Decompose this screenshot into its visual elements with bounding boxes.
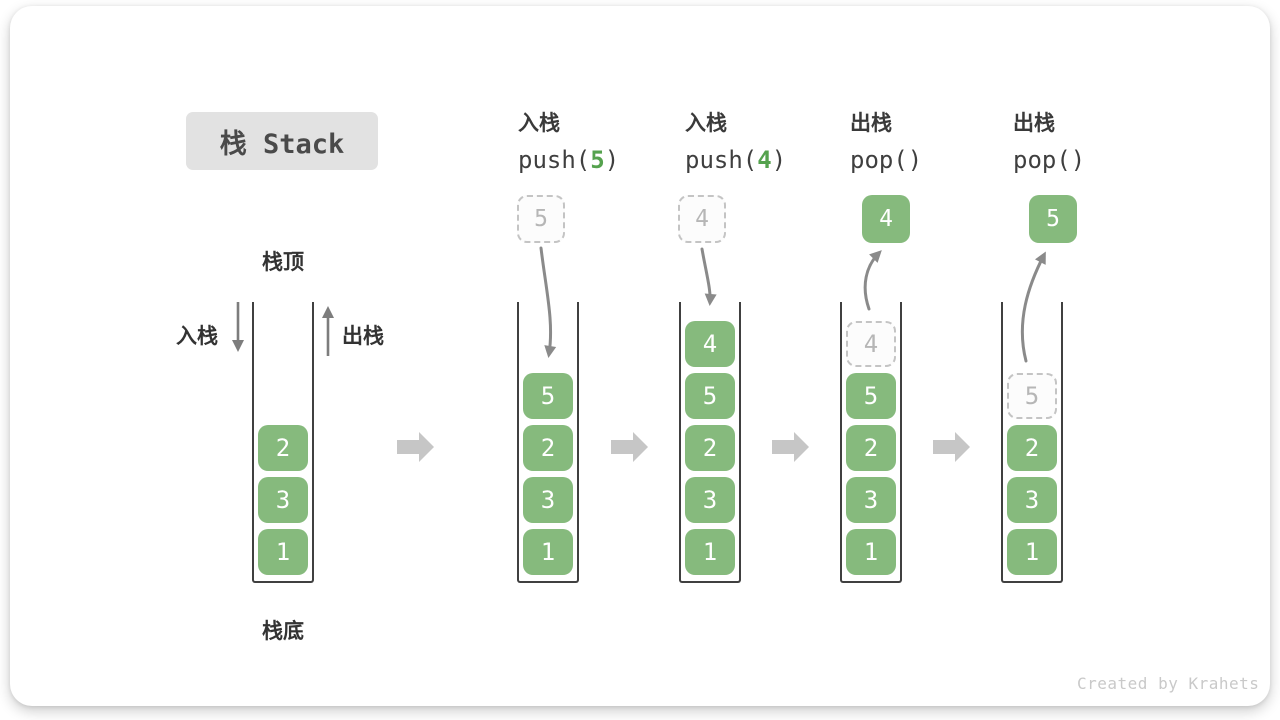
stack-bottom-label: 栈底: [262, 620, 304, 643]
stack-item-ghost: 4: [846, 321, 896, 367]
code-text: ): [771, 146, 787, 174]
stack-item: 2: [523, 425, 573, 471]
code-text: pop(: [850, 146, 908, 174]
code-text: ): [1070, 146, 1086, 174]
stack-container-2: 5 2 3 1: [517, 302, 579, 583]
code-arg: 4: [757, 146, 772, 174]
operation-caption-pop-2: 出栈 pop(): [1013, 107, 1085, 174]
code-text: pop(: [1013, 146, 1071, 174]
floating-box-popped-4: 4: [862, 195, 910, 243]
block-arrow-icon: [397, 432, 434, 462]
stack-item: 1: [1007, 529, 1057, 575]
operation-caption-push-5: 入栈 push(5): [518, 107, 619, 174]
stack-container-1: 2 3 1: [252, 302, 314, 583]
operation-code: push(5): [518, 146, 619, 174]
stack-item: 2: [846, 425, 896, 471]
stack-item: 3: [846, 477, 896, 523]
stack-item: 2: [685, 425, 735, 471]
pop-side-label: 出栈: [342, 325, 384, 348]
code-arg: 5: [590, 146, 605, 174]
operation-name: 出栈: [850, 112, 892, 135]
stack-container-4: 4 5 2 3 1: [840, 302, 902, 583]
stack-item: 4: [685, 321, 735, 367]
operation-name: 出栈: [1013, 112, 1055, 135]
stack-container-3: 4 5 2 3 1: [679, 302, 741, 583]
operation-caption-push-4: 入栈 push(4): [685, 107, 786, 174]
block-arrow-icon: [611, 432, 648, 462]
code-text: push(: [518, 146, 591, 174]
code-text: push(: [685, 146, 758, 174]
block-arrow-icon: [772, 432, 809, 462]
stack-item: 1: [685, 529, 735, 575]
code-text: ): [907, 146, 923, 174]
stack-item: 2: [258, 425, 308, 471]
stack-item: 1: [258, 529, 308, 575]
watermark-text: Created by Krahets: [1077, 674, 1260, 693]
page-title: 栈 Stack: [219, 128, 345, 160]
operation-name: 入栈: [685, 112, 727, 135]
operation-code: pop(): [850, 146, 922, 174]
stack-item: 5: [523, 373, 573, 419]
stack-item: 5: [846, 373, 896, 419]
stack-item: 5: [685, 373, 735, 419]
stack-item: 3: [258, 477, 308, 523]
stack-item: 3: [1007, 477, 1057, 523]
stack-container-5: 5 2 3 1: [1001, 302, 1063, 583]
stack-item: 1: [523, 529, 573, 575]
floating-box-pushing-4: 4: [678, 195, 726, 243]
push-side-label: 入栈: [176, 325, 218, 348]
stack-item: 3: [685, 477, 735, 523]
floating-box-pushing-5: 5: [517, 195, 565, 243]
operation-caption-pop-1: 出栈 pop(): [850, 107, 922, 174]
floating-box-popped-5: 5: [1029, 195, 1077, 243]
code-text: ): [604, 146, 620, 174]
stack-item: 1: [846, 529, 896, 575]
stack-item: 3: [523, 477, 573, 523]
operation-name: 入栈: [518, 112, 560, 135]
block-arrow-icon: [933, 432, 970, 462]
stack-top-label: 栈顶: [262, 251, 304, 274]
stack-item-ghost: 5: [1007, 373, 1057, 419]
operation-code: pop(): [1013, 146, 1085, 174]
operation-code: push(4): [685, 146, 786, 174]
title-badge: 栈 Stack: [186, 112, 378, 170]
stack-item: 2: [1007, 425, 1057, 471]
